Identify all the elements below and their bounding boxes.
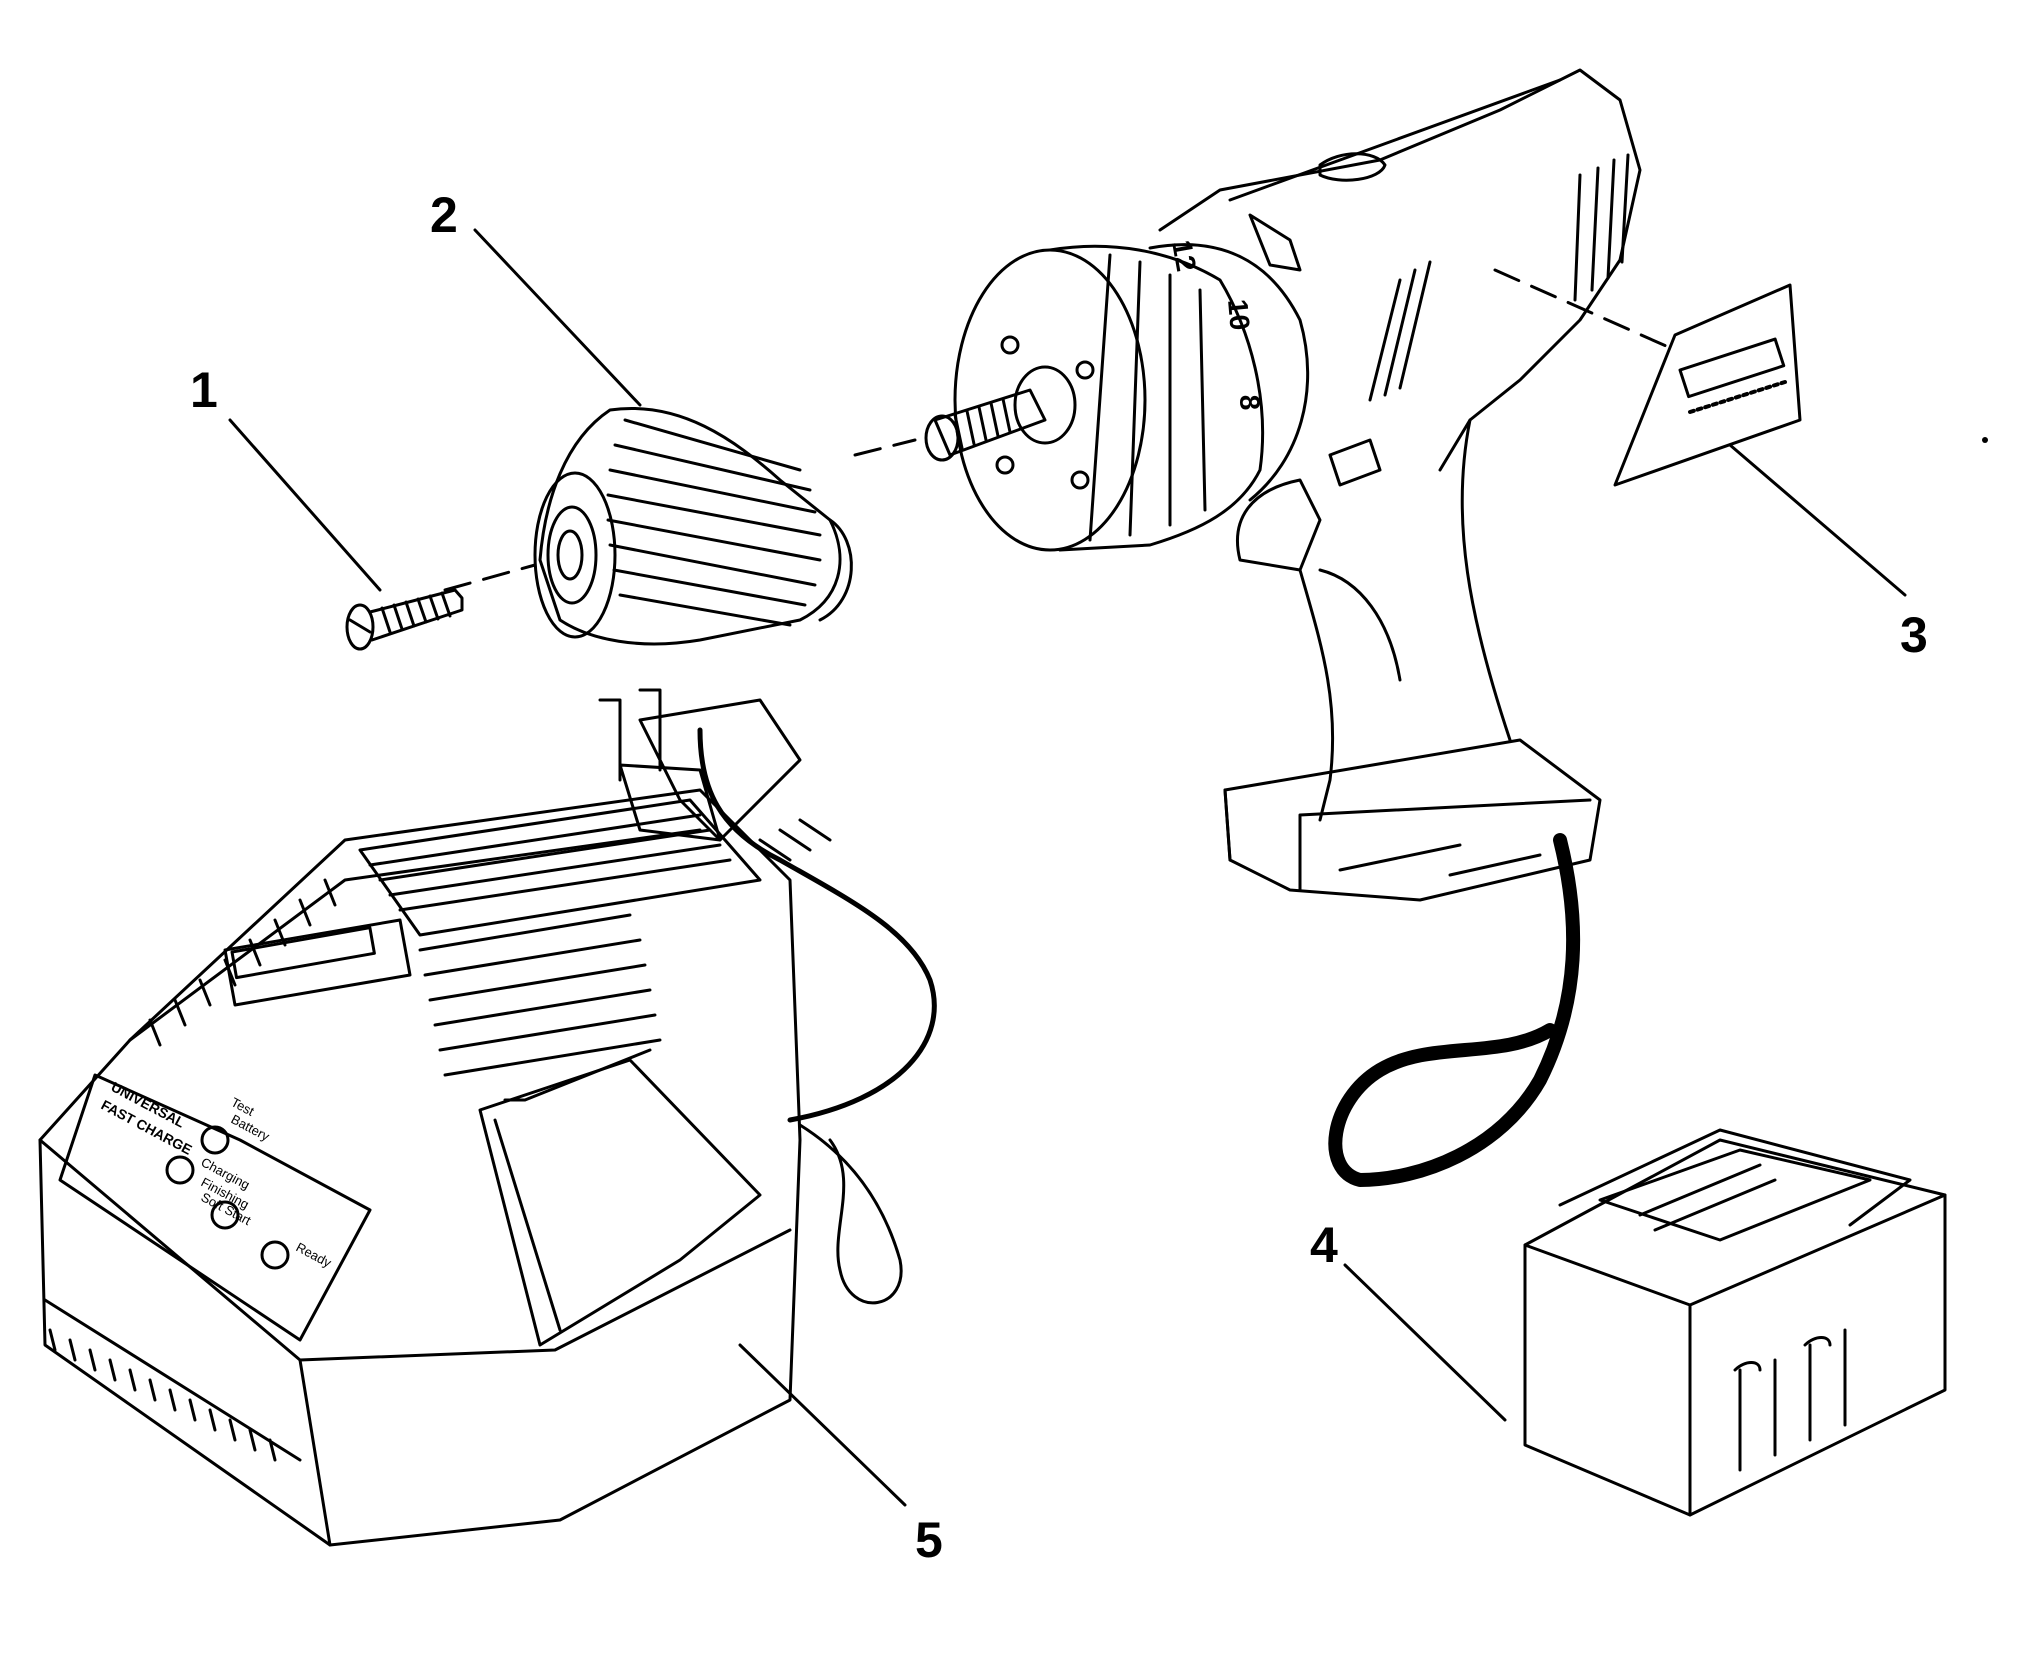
clutch-number-10: 10 <box>1222 298 1256 332</box>
part-2-chuck <box>533 407 853 646</box>
callout-4: 4 <box>1310 1217 1338 1273</box>
drill-body <box>924 68 1642 1187</box>
callout-2: 2 <box>430 187 458 243</box>
clutch-number-8: 8 <box>1234 394 1266 411</box>
clutch-numbers: 12 10 8 <box>1166 238 1265 411</box>
charger-logo-box <box>230 926 376 980</box>
led-ready <box>260 1240 290 1270</box>
part-5-charger <box>38 688 937 1547</box>
charger-panel-text: UNIVERSAL FAST CHARGE Test Battery Charg… <box>99 1079 335 1271</box>
label-plate-logo-box <box>1678 337 1786 399</box>
assembly-dashes <box>443 268 1677 592</box>
led-test-battery <box>200 1125 230 1155</box>
status-ready: Ready <box>294 1239 335 1270</box>
part-3-label-plate <box>1613 283 1802 487</box>
part-1-screw <box>345 588 464 651</box>
part-4-battery <box>1523 1128 1947 1517</box>
leader-lines <box>228 228 1907 1507</box>
clutch-number-12: 12 <box>1166 238 1202 274</box>
callout-5: 5 <box>915 1512 943 1568</box>
callout-3: 3 <box>1900 607 1928 663</box>
stray-dot <box>1982 437 1988 443</box>
callout-1: 1 <box>190 362 218 418</box>
led-finishing <box>210 1200 240 1230</box>
led-charging <box>165 1155 195 1185</box>
